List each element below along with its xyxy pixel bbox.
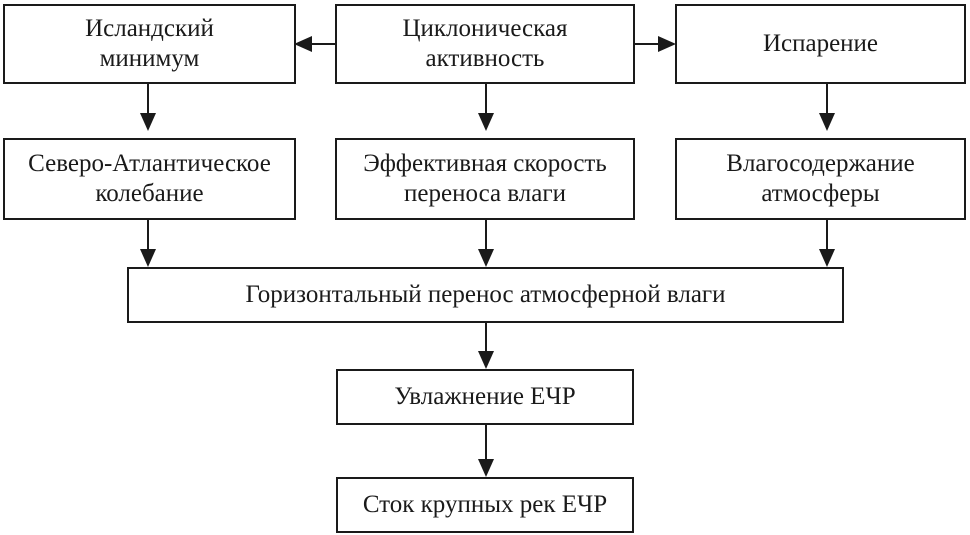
node-wetting: Увлажнение ЕЧР [336, 369, 634, 425]
node-iceland-low-label: Исландский минимум [85, 15, 214, 72]
node-runoff: Сток крупных рек ЕЧР [336, 477, 634, 533]
node-evaporation-label: Испарение [762, 30, 879, 57]
node-evaporation: Испарение [675, 4, 966, 84]
node-cyclonic-activity: Циклоническая активность [335, 4, 635, 84]
node-cyclonic-activity-label: Циклоническая активность [402, 15, 568, 72]
node-moisture-content-label: Влагосодержание атмосферы [726, 150, 915, 207]
arrow-moisture-content-to-horizontal-transport [819, 219, 835, 267]
arrow-cyclonic-to-iceland-low [294, 36, 336, 52]
node-horizontal-transport: Горизонтальный перенос атмосферной влаги [127, 267, 844, 323]
arrow-cyclonic-to-evaporation [634, 36, 676, 52]
node-runoff-label: Сток крупных рек ЕЧР [362, 491, 608, 518]
node-iceland-low: Исландский минимум [3, 4, 296, 84]
node-transport-speed: Эффективная скорость переноса влаги [335, 138, 635, 220]
node-nao-label: Северо-Атлантическое колебание [28, 150, 271, 207]
node-nao: Северо-Атлантическое колебание [3, 138, 296, 220]
arrow-transport-speed-to-horizontal-transport [478, 219, 494, 267]
node-moisture-content: Влагосодержание атмосферы [675, 138, 966, 220]
node-transport-speed-label: Эффективная скорость переноса влаги [363, 150, 607, 207]
arrow-wetting-to-runoff [478, 424, 494, 477]
arrow-evaporation-to-moisture-content [819, 82, 835, 131]
node-wetting-label: Увлажнение ЕЧР [394, 383, 576, 410]
arrow-cyclonic-to-transport-speed [478, 82, 494, 131]
arrow-horizontal-transport-to-wetting [478, 322, 494, 369]
arrow-iceland-low-to-nao [140, 82, 156, 131]
arrow-nao-to-horizontal-transport [140, 219, 156, 267]
node-horizontal-transport-label: Горизонтальный перенос атмосферной влаги [245, 281, 726, 308]
